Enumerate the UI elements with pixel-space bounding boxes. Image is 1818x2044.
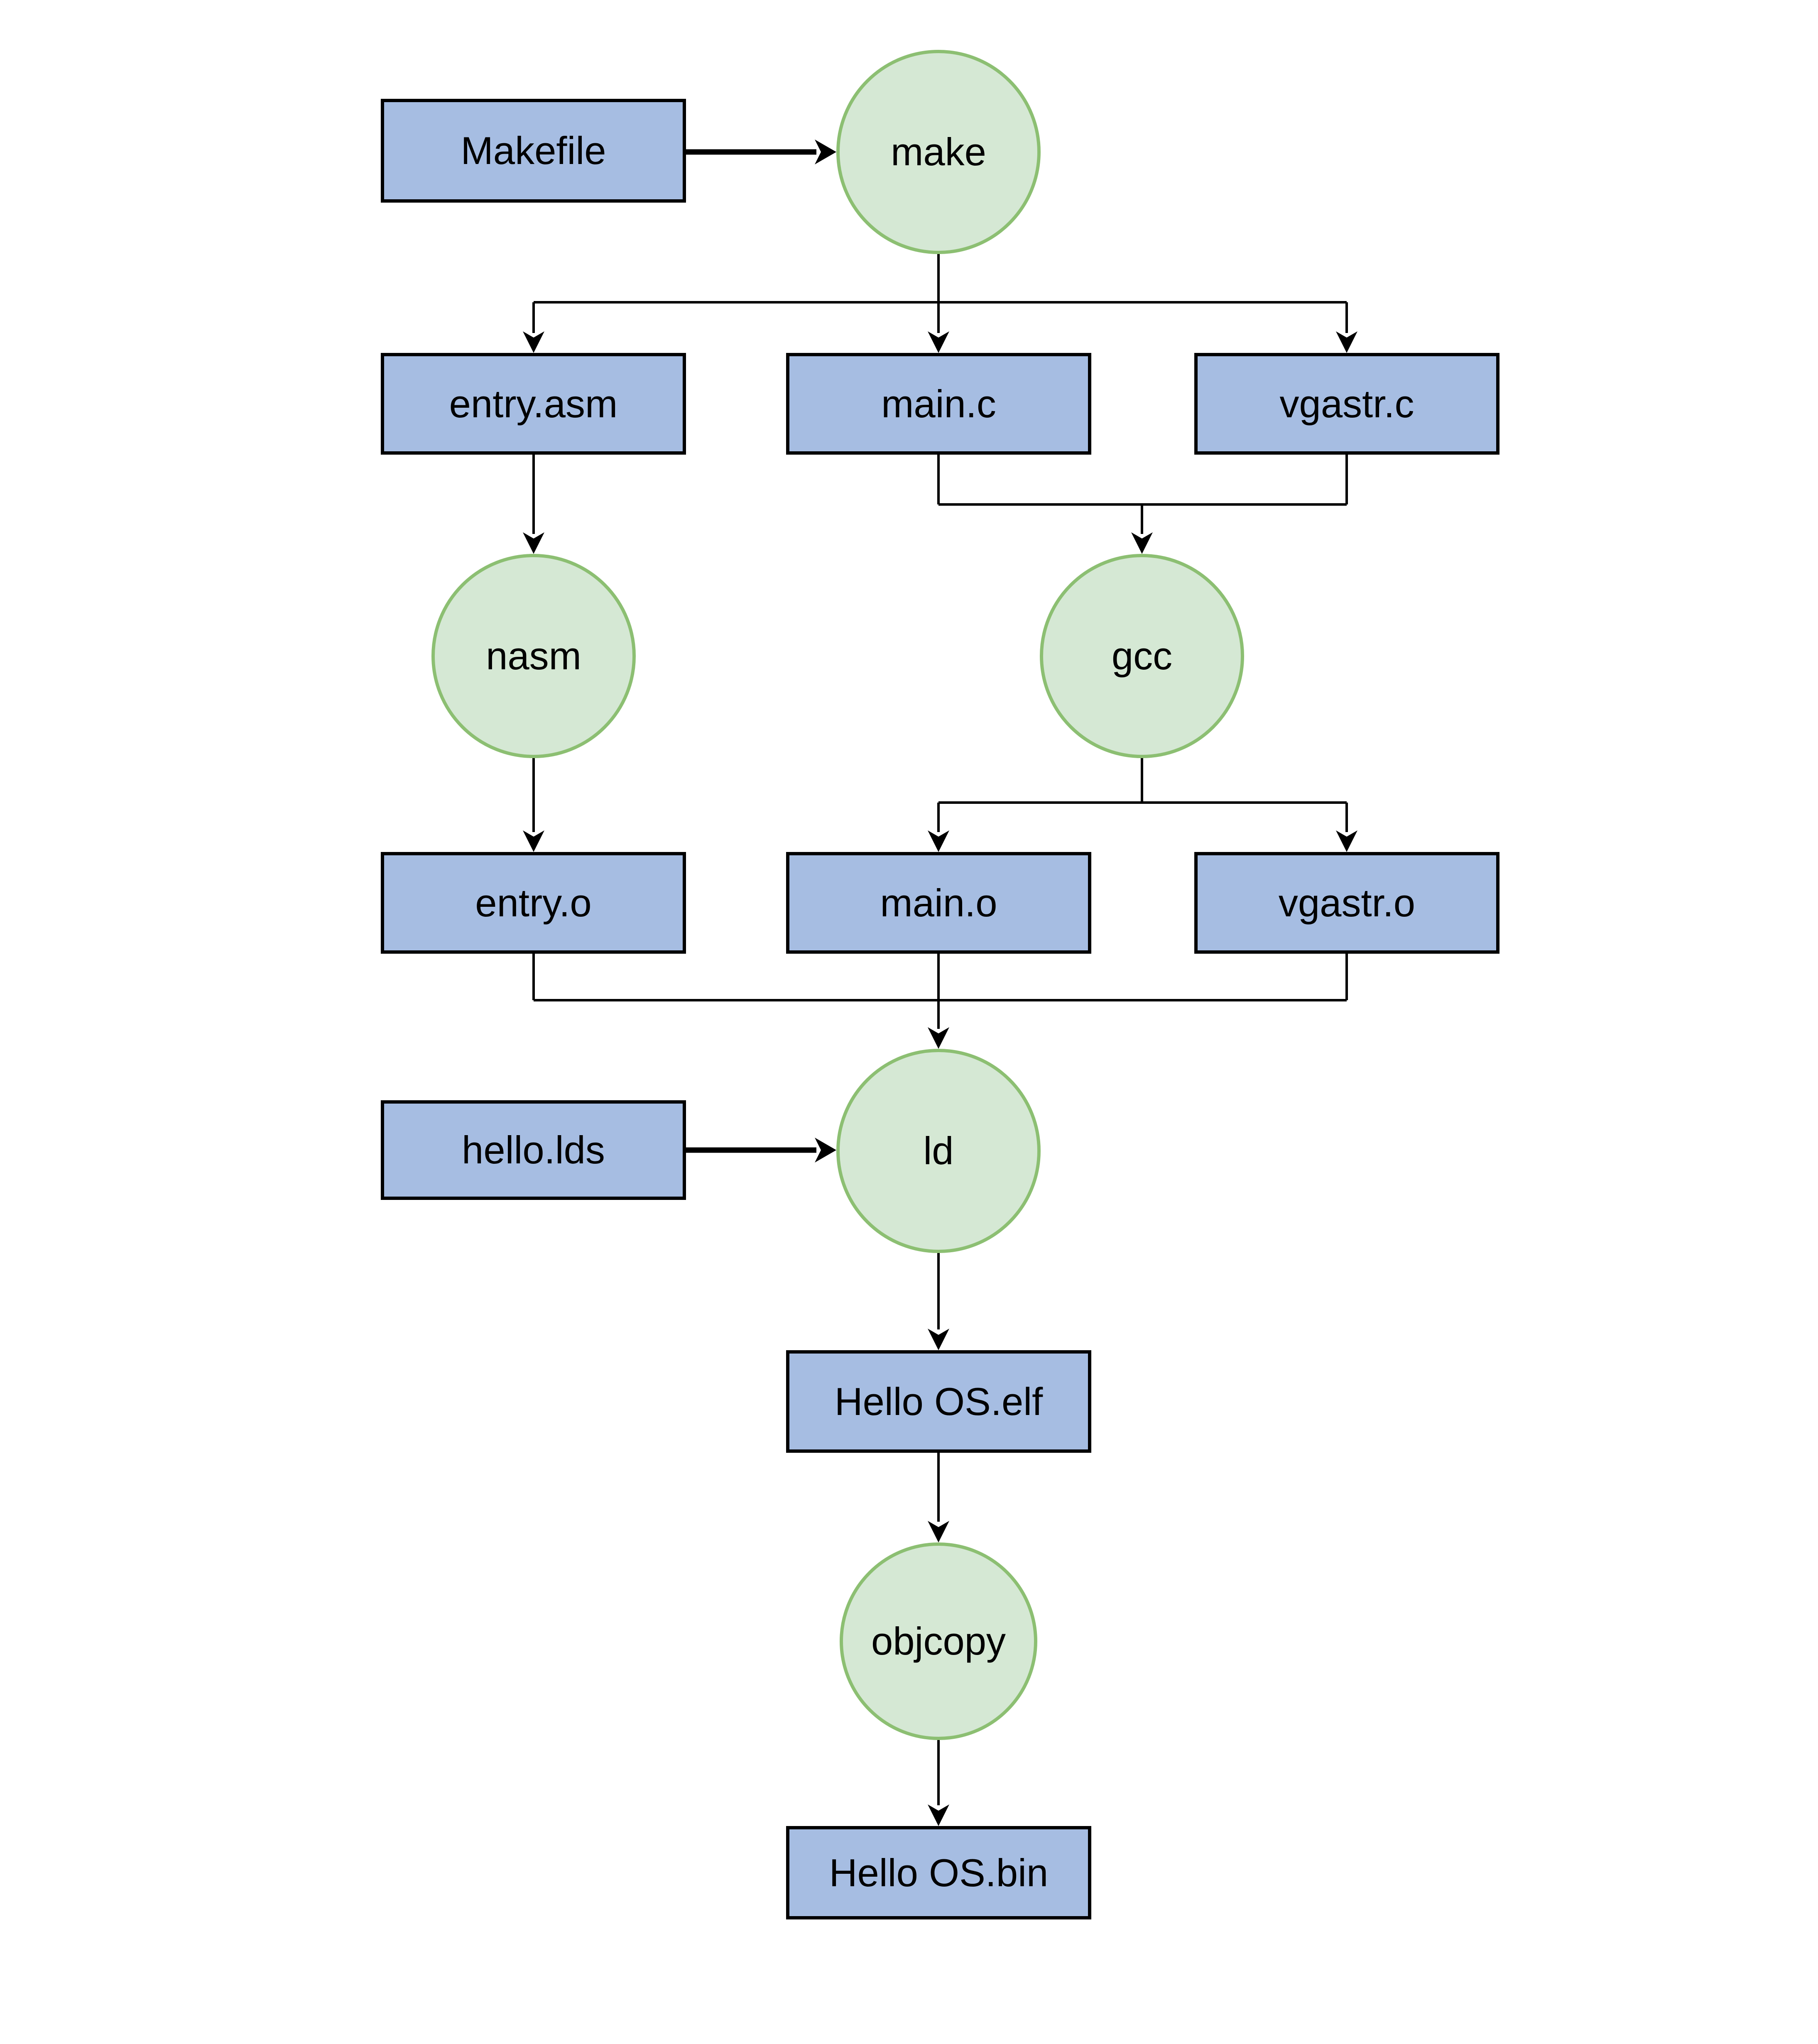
node-nasm: nasm [431, 554, 636, 758]
edge-gcc-to-objects [928, 758, 1357, 852]
node-makefile: Makefile [381, 99, 686, 203]
node-entry-o: entry.o [381, 852, 686, 954]
node-ld: ld [836, 1049, 1041, 1253]
node-hello-os-elf: Hello OS.elf [786, 1350, 1091, 1453]
edge-elf-to-objcopy [928, 1453, 949, 1542]
node-make: make [836, 50, 1041, 254]
edge-makefile-to-make [686, 140, 836, 164]
edge-ld-to-elf [928, 1253, 949, 1350]
node-hello-os-bin: Hello OS.bin [786, 1826, 1091, 1919]
node-objcopy: objcopy [840, 1542, 1037, 1740]
node-vgastr-c: vgastr.c [1194, 353, 1499, 455]
node-entry-asm: entry.asm [381, 353, 686, 455]
edge-hello-lds-to-ld [686, 1138, 836, 1163]
node-main-c: main.c [786, 353, 1091, 455]
edge-objcopy-to-bin [928, 1740, 949, 1826]
node-vgastr-o: vgastr.o [1194, 852, 1499, 954]
edge-nasm-to-entry-o [523, 758, 544, 852]
edge-objects-to-ld [532, 954, 1348, 1049]
node-hello-lds: hello.lds [381, 1100, 686, 1200]
node-main-o: main.o [786, 852, 1091, 954]
edge-make-to-sources [523, 254, 1357, 353]
edge-entry-asm-to-nasm [523, 455, 544, 554]
edge-c-files-to-gcc [937, 455, 1348, 554]
node-gcc: gcc [1040, 554, 1244, 758]
